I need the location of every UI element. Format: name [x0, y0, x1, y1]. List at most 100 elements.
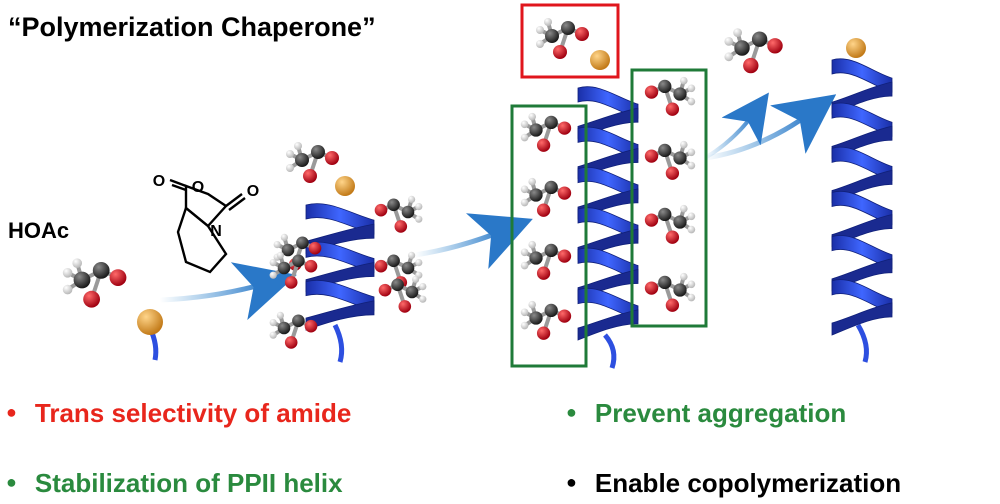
carbon-atom: [561, 21, 575, 35]
oxygen-atom: [109, 269, 127, 286]
hydrogen-atom: [520, 321, 529, 330]
oxygen-atom: [644, 149, 659, 163]
helix-ribbon-segment: [831, 302, 893, 336]
oxygen-atom: [553, 45, 567, 59]
oxygen-atom: [325, 151, 339, 165]
terminal-highlight-box: [520, 3, 620, 79]
carbon-atom: [311, 145, 325, 159]
hydrogen-atom: [415, 259, 423, 267]
monomer-atom-label: O: [153, 173, 165, 190]
carbon-atom: [544, 303, 558, 318]
carbon-atom: [281, 243, 295, 257]
carbon-atom: [673, 215, 687, 229]
carbon-atom: [658, 143, 672, 158]
oxygen-atom: [83, 290, 100, 308]
oxygen-atom: [557, 249, 572, 263]
sulfur-initiator-atom: [335, 176, 355, 196]
hydrogen-atom: [286, 150, 294, 158]
oxygen-atom: [557, 186, 572, 200]
carbon-atom: [658, 207, 672, 222]
hydrogen-atom: [273, 241, 281, 249]
oxygen-atom: [665, 102, 680, 116]
hydrogen-atom: [419, 283, 427, 291]
hydrogen-atom: [520, 261, 529, 270]
hydrogen-atom: [724, 37, 734, 46]
hydrogen-atom: [520, 248, 529, 257]
carbon-atom: [544, 180, 558, 195]
reaction-arrow-2: [414, 213, 533, 269]
hydrogen-atom: [415, 203, 423, 211]
hydrogen-atom: [687, 225, 696, 234]
bullet-stabilization: ●Stabilization of PPII helix: [6, 468, 343, 498]
monomer-atom-label: O: [247, 183, 259, 200]
carbon-atom: [545, 29, 559, 43]
oxygen-atom: [536, 266, 551, 280]
hydrogen-atom: [269, 271, 277, 279]
oxygen-atom: [304, 259, 318, 273]
hydrogen-atom: [408, 195, 416, 203]
helix-final: [831, 58, 893, 336]
oxygen-atom: [536, 138, 551, 152]
hydrogen-atom: [276, 311, 284, 319]
acid-cluster-box-right: [630, 68, 708, 328]
oxygen-atom: [308, 241, 322, 255]
carbon-atom: [658, 79, 672, 94]
bullet-trans-selectivity: ●Trans selectivity of amide: [6, 398, 352, 428]
oxygen-atom: [557, 121, 572, 135]
bullet-prevent-aggregation: ●Prevent aggregation: [566, 398, 847, 428]
carbon-atom: [391, 278, 404, 292]
oxygen-atom: [743, 57, 759, 74]
hydrogen-atom: [528, 177, 536, 186]
oxygen-atom: [665, 166, 680, 180]
hydrogen-atom: [269, 331, 277, 339]
hydrogen-atom: [528, 300, 536, 309]
hydrogen-atom: [687, 161, 696, 170]
nca-monomer-structure: [169, 178, 246, 274]
hydrogen-atom: [408, 251, 416, 259]
oxygen-atom: [644, 213, 659, 227]
carbon-atom: [405, 285, 419, 299]
carbon-atom: [673, 151, 687, 165]
carbon-atom: [92, 262, 110, 279]
carbon-atom: [673, 283, 687, 297]
carbon-atom: [277, 261, 291, 275]
carbon-atom: [401, 261, 415, 275]
carbon-atom: [658, 275, 672, 290]
carbon-atom: [292, 254, 305, 268]
hydrogen-atom: [276, 251, 284, 259]
carbon-atom: [529, 311, 543, 325]
oxygen-atom: [398, 300, 412, 313]
oxygen-atom: [304, 319, 318, 333]
oxygen-atom: [557, 309, 572, 323]
hydrogen-atom: [536, 40, 544, 48]
carbon-atom: [544, 243, 558, 258]
hydrogen-atom: [536, 26, 544, 34]
hydrogen-atom: [544, 18, 552, 26]
reaction-arrow-3: [704, 94, 837, 161]
hydrogen-atom: [733, 28, 742, 37]
acid-cluster-box-left: [510, 104, 588, 368]
oxygen-atom: [374, 259, 388, 273]
oxygen-atom: [644, 85, 659, 99]
hydrogen-atom: [280, 233, 288, 241]
chain-tail: [855, 323, 869, 363]
carbon-atom: [295, 153, 309, 167]
hydrogen-atom: [62, 268, 73, 278]
hydrogen-atom: [680, 76, 688, 85]
oxygen-atom: [378, 283, 392, 297]
helix-medium: [577, 86, 639, 341]
carbon-atom: [529, 123, 543, 137]
hydrogen-atom: [680, 140, 688, 149]
carbon-atom: [529, 251, 543, 265]
oxygen-atom: [536, 326, 551, 340]
acetic-acid-molecules: [62, 18, 866, 349]
sulfur-initiator-atom: [590, 50, 610, 70]
hydrogen-atom: [528, 112, 536, 121]
hydrogen-atom: [269, 259, 277, 267]
carbon-atom: [387, 254, 400, 268]
oxygen-atom: [665, 230, 680, 244]
reaction-arrow-1: [159, 262, 297, 321]
carbon-atom: [73, 271, 91, 289]
carbon-atom: [296, 236, 309, 250]
